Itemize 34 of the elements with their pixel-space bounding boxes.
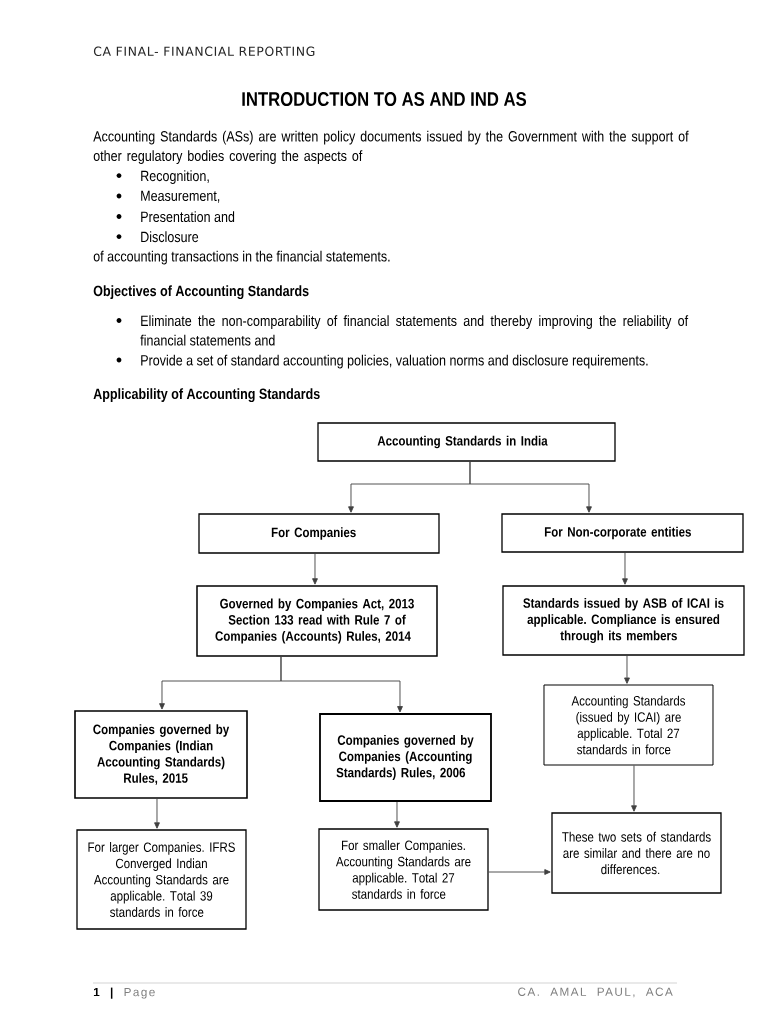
flowchart-box: Governed by Companies Act, 2013 Section 133 read with Rule 7 of Companies (Accounts) Rules, 2014 [196,585,438,657]
list-item: Measurement, [141,190,220,203]
flowchart-box: Accounting Standards in India [317,422,616,462]
flowchart-box: Standards issued by ASB of ICAI is applicable. Compliance is ensured through its members [502,585,745,656]
arrow [280,656,403,713]
flowchart-box: For larger Companies. IFRS Converged Indian Accounting Standards are applicable. Total 39 standards in force [76,829,247,930]
flowchart-box: These two sets of standards are similar and there are no differences. [551,812,722,894]
arrow [154,798,160,829]
flowchart-box: For Non-corporate entities [501,513,744,553]
list-item: Eliminate the non-comparability of financial statements and thereby improving the reliability of financial statements and [140,315,689,346]
arrow [488,869,551,875]
arrow [622,552,628,585]
arrow [469,461,592,513]
section-heading: Applicability of Accounting Standards [93,388,320,402]
list-item: Presentation and [141,211,235,223]
paragraph: Accounting Standards (ASs) are written policy documents issued by the Government with the support of other regulatory bodies covering the aspects of [93,130,689,164]
arrow [631,765,637,812]
page-number: 1 | Page [93,987,155,999]
flowchart-box: Accounting Standards (issued by ICAI) are applicable. Total 27 standards in force [543,684,714,766]
arrow [394,801,400,828]
list-item: Disclosure [141,231,199,243]
list-item: Recognition, [141,170,209,185]
flowchart-box: For smaller Companies. Accounting Standards are applicable. Total 27 standards in force [318,828,489,911]
arrow [624,655,630,684]
flowchart-box: For Companies [198,513,440,554]
page-title: INTRODUCTION TO AS AND IND AS [242,92,527,106]
list-item: Provide a set of standard accounting policies, valuation norms and disclosure requirements. [141,354,648,369]
arrow [312,553,318,585]
flowchart-box: Companies governed by Companies (Indian Accounting Standards) Rules, 2015 [74,710,248,799]
flowchart-box: Companies governed by Companies (Accounting Standards) Rules, 2006 [319,713,492,802]
running-header: CA FINAL- FINANCIAL REPORTING [93,46,315,56]
author-name: CA. AMAL PAUL, ACA [518,987,673,998]
section-heading: Objectives of Accounting Standards [93,285,309,300]
paragraph: of accounting transactions in the financial statements. [93,250,390,265]
